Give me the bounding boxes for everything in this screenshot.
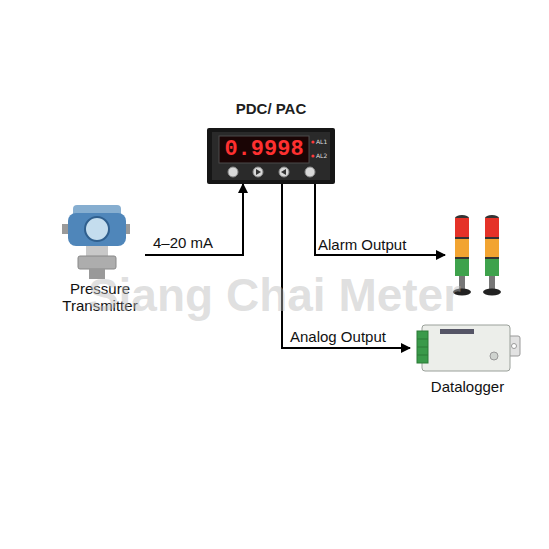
transmitter-neck [86,246,108,256]
alarm-led [311,154,314,157]
transmitter-housing [68,213,126,246]
mounting-hole [512,344,517,349]
light-base [453,289,471,296]
display-readout: 0.9998 [219,136,309,163]
lamp-separator [455,257,469,259]
pressure-transmitter [62,205,130,279]
device-label: Pressure Transmitter [55,280,145,316]
datalogger-device [417,325,520,371]
logger-case [422,325,510,371]
device-title: PDC/ PAC [205,98,337,120]
logger-label-strip [440,329,474,334]
panel-meter [207,128,335,184]
signal-label: 4–20 mA [153,234,213,251]
lamp-separator [485,237,499,239]
red-lamp [485,218,499,237]
terminal-divider [417,347,428,348]
terminal-divider [417,339,428,340]
red-lamp [455,218,469,237]
tower-light [453,215,471,296]
meter-button [305,167,315,177]
button-icon [256,169,261,175]
button-icon [281,169,286,175]
alarm-indicator-label: AL1 [316,138,332,146]
transmitter-display [85,217,109,241]
lamp-separator [455,237,469,239]
signal-arrow [145,184,243,255]
signal-label: Analog Output [290,328,386,345]
meter-button [253,167,263,177]
alarm-led [311,140,314,143]
terminal-block [417,331,428,363]
transmitter-flange [78,256,116,269]
watermark: Siang Chai Meter [0,268,549,322]
terminal-divider [417,355,428,356]
amber-lamp [455,239,469,257]
meter-button [228,167,238,177]
meter-bezel [207,128,335,184]
meter-display-window [219,136,309,163]
process-connection [89,269,105,279]
signal-arrow [315,184,445,255]
green-lamp [485,259,499,276]
alarm-indicator-label: AL2 [316,152,332,160]
tower-light-node [445,210,510,298]
meter-button [279,167,289,177]
tower-light [483,215,501,296]
device-label: Datalogger [410,378,525,397]
logger-port [490,352,498,360]
signal-label: Alarm Output [318,236,406,253]
panel-meter-node: PDC/ PAC 0.9998 AL1AL2 [205,98,337,184]
signal-arrow [282,184,410,348]
lamp-separator [485,257,499,259]
transmitter-node: Pressure Transmitter [55,200,145,316]
light-base [483,289,501,296]
amber-lamp [485,239,499,257]
datalogger-node: Datalogger [410,318,525,398]
green-lamp [455,259,469,276]
meter-face [212,132,330,180]
